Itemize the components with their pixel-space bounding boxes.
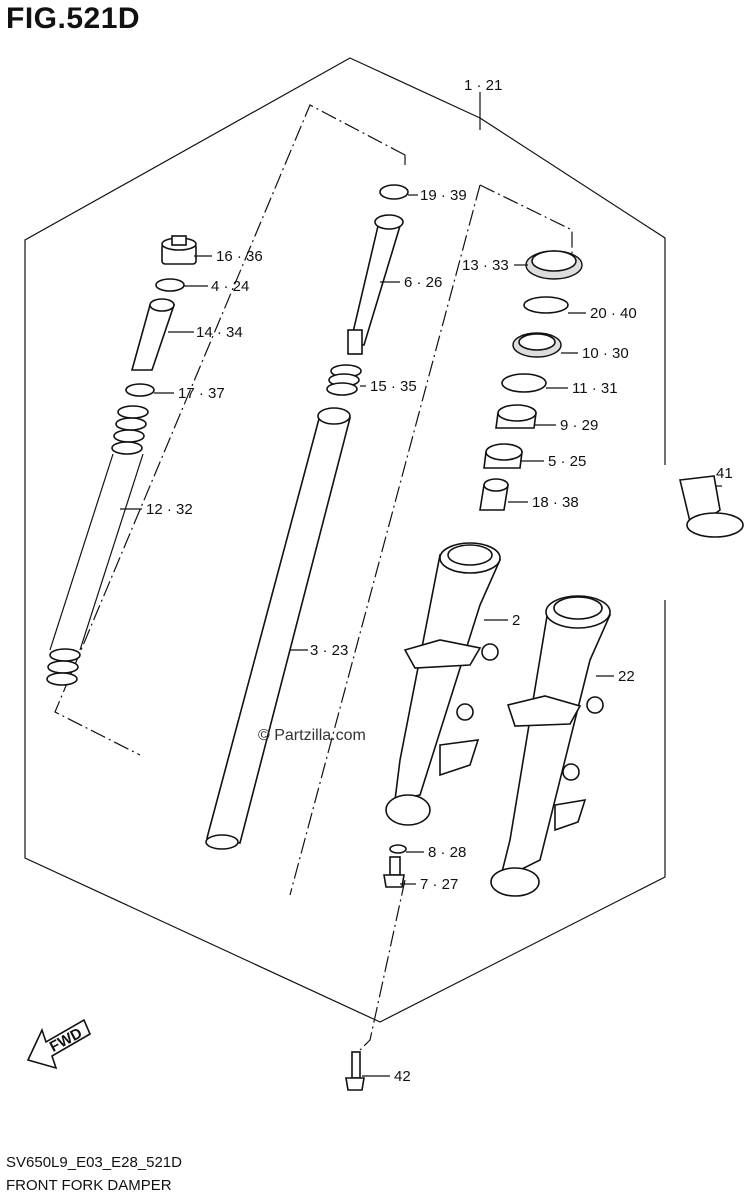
callout-41: 41 <box>716 465 733 482</box>
partzilla-watermark: © Partzilla.com <box>258 727 366 744</box>
callout-20-40: 20 · 40 <box>590 305 637 322</box>
guide-metal-part <box>483 443 523 469</box>
oil-seal-part <box>512 332 562 358</box>
assembly-frame-right <box>479 117 666 465</box>
slide-metal-part <box>495 404 537 429</box>
callout-1-21: 1 · 21 <box>464 77 502 94</box>
callout-11-31: 11 · 31 <box>572 380 618 397</box>
leader-lines <box>120 92 722 1077</box>
fwd-arrow-icon: FWD <box>26 1018 92 1070</box>
callout-7-27: 7 · 27 <box>420 876 458 893</box>
fwd-label: FWD <box>47 1025 85 1056</box>
axis-bolt <box>359 879 406 1051</box>
axis-inner <box>289 184 481 896</box>
axis-group-left <box>54 104 406 756</box>
gasket-part <box>389 844 407 854</box>
outer-tube-right-part <box>490 595 612 897</box>
axle-bolt-part <box>345 1051 365 1091</box>
callout-10-30: 10 · 30 <box>582 345 629 362</box>
callout-16-36: 16 · 36 <box>216 248 263 265</box>
spacer-part <box>130 298 176 371</box>
washer-part <box>125 383 155 397</box>
o-ring-part <box>155 278 185 292</box>
callout-4-24: 4 · 24 <box>211 278 249 295</box>
callout-12-32: 12 · 32 <box>146 501 193 518</box>
callout-18-38: 18 · 38 <box>532 494 579 511</box>
callout-15-35: 15 · 35 <box>370 378 417 395</box>
diagram-code: SV650L9_E03_E28_521D <box>6 1154 182 1171</box>
callout-3-23: 3 · 23 <box>310 642 348 659</box>
callout-8-28: 8 · 28 <box>428 844 466 861</box>
callout-42: 42 <box>394 1068 411 1085</box>
diagram-caption: FRONT FORK DAMPER <box>6 1177 172 1194</box>
axis-group-right <box>479 184 573 260</box>
oil-lock-piece-part <box>479 478 509 511</box>
fork-spring-part <box>46 405 149 686</box>
damper-rod-part <box>347 214 404 355</box>
stopper-ring-part <box>523 296 569 314</box>
assembly-frame <box>24 57 666 1023</box>
callout-6-26: 6 · 26 <box>404 274 442 291</box>
inner-tube-part <box>205 407 352 850</box>
callout-17-37: 17 · 37 <box>178 385 225 402</box>
damper-bolt-part <box>383 856 405 888</box>
snap-ring-part <box>379 184 409 200</box>
dust-seal-part <box>525 250 583 280</box>
figure-title: FIG.521D <box>6 2 141 35</box>
callout-13-33: 13 · 33 <box>462 257 509 274</box>
rebound-spring-part <box>326 364 362 396</box>
callout-9-29: 9 · 29 <box>560 417 598 434</box>
cap-bolt-part <box>161 235 197 265</box>
callout-5-25: 5 · 25 <box>548 453 586 470</box>
callout-19-39: 19 · 39 <box>420 187 467 204</box>
guard-part <box>679 475 744 538</box>
outer-tube-left-part <box>385 542 502 826</box>
oil-seal-washer-part <box>501 373 547 393</box>
callout-2: 2 <box>512 612 520 629</box>
callout-22: 22 <box>618 668 635 685</box>
callout-14-34: 14 · 34 <box>196 324 243 341</box>
